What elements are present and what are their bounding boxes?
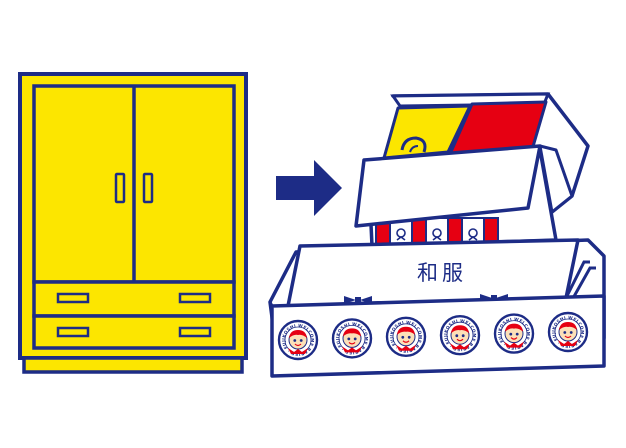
box-label: 和服 (417, 261, 467, 285)
logo-badge-icon (385, 316, 427, 357)
logo-badge-icon (277, 319, 319, 361)
logo-badge-icon (439, 315, 481, 356)
logo-badge-icon (547, 311, 589, 353)
arrow-right-icon (276, 160, 342, 216)
logo-badge-icon (493, 313, 535, 354)
chest-of-drawers-icon (18, 72, 248, 374)
logo-badge-icon (331, 318, 373, 359)
open-box-icon: 和服 (268, 92, 606, 378)
